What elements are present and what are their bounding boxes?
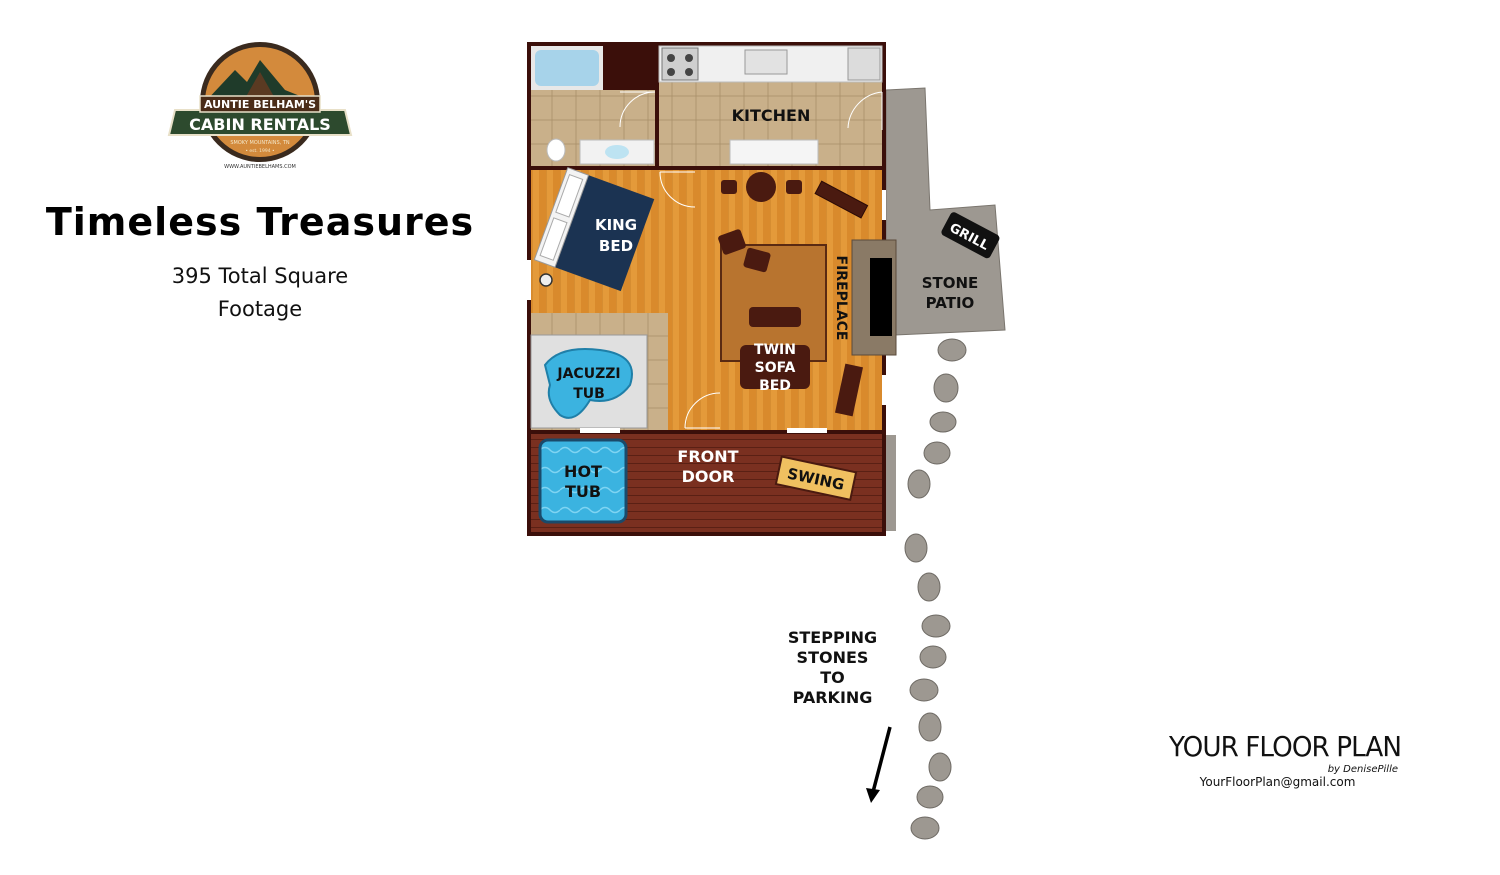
dining-chair-right <box>786 180 802 194</box>
side-chair <box>743 247 771 273</box>
logo-line2: CABIN RENTALS <box>189 115 331 134</box>
dining-chair-left <box>721 180 737 194</box>
king-bed-label-1: KING <box>595 216 637 234</box>
logo-line3: SMOKY MOUNTAINS, TN <box>230 140 290 146</box>
hot-tub-label-2: TUB <box>565 482 601 501</box>
door-swings <box>619 91 883 429</box>
toilet <box>546 138 566 162</box>
rocking-chair <box>718 229 746 255</box>
kitchen-island <box>729 139 819 165</box>
king-bed-label-2: BED <box>599 237 633 255</box>
twin-sofa-label-2: SOFA <box>755 360 796 376</box>
kitchen-sink <box>744 49 788 75</box>
twin-sofa-label-1: TWIN <box>754 342 796 358</box>
nightstand-lamp <box>539 273 553 287</box>
your-floor-plan-logo: YOUR FLOOR PLAN by DenisePille <box>1168 730 1402 775</box>
stepping-stones-label: STEPPING STONES TO PARKING <box>760 628 905 708</box>
bathroom-sink <box>605 145 629 159</box>
front-door-label-1: FRONT <box>677 447 738 466</box>
hot-tub <box>538 438 628 524</box>
logo-line4: • est. 1994 • <box>245 148 274 154</box>
stepping-line-2: STONES <box>796 648 869 667</box>
stone-patio-label-1: STONE <box>922 274 979 292</box>
logo-line1: AUNTIE BELHAM'S <box>204 98 316 111</box>
bathtub-water <box>535 50 599 86</box>
brand-name: YOUR FLOOR PLAN <box>1168 730 1401 763</box>
porch-swing: SWING <box>774 455 858 501</box>
brand-email: YourFloorPlan@gmail.com <box>1199 775 1356 789</box>
twin-sofa-label-3: BED <box>759 378 791 394</box>
stepping-line-4: PARKING <box>792 688 873 707</box>
dining-table <box>746 172 776 202</box>
property-title: Timeless Treasures <box>45 200 475 244</box>
jacuzzi-label-2: TUB <box>573 386 605 402</box>
jacuzzi-tub <box>543 348 633 419</box>
kitchen-label: KITCHEN <box>732 106 811 125</box>
stepping-line-3: TO <box>820 668 845 687</box>
fireplace-label: FIREPLACE <box>833 256 849 341</box>
coffee-table <box>749 307 801 327</box>
stepping-stones <box>904 338 967 840</box>
refrigerator <box>847 47 881 81</box>
stepping-line-1: STEPPING <box>787 628 878 647</box>
tv-stand <box>814 180 869 219</box>
logo-url: WWW.AUNTIEBELHAMS.COM <box>224 164 296 170</box>
area-rug <box>720 244 827 362</box>
square-footage-line1: 395 Total Square <box>171 264 349 288</box>
stove <box>661 47 699 81</box>
square-footage-line2: Footage <box>217 297 303 321</box>
fireplace-firebox <box>870 258 892 336</box>
hot-tub-label-1: HOT <box>564 462 602 481</box>
front-door-label-2: DOOR <box>682 467 735 486</box>
porch-step <box>886 435 896 531</box>
king-bed <box>533 166 655 292</box>
stone-patio: STONE PATIO <box>885 87 1006 336</box>
floor-plan: STONE PATIO GRILL KITCHEN JACUZZI TUB KI… <box>527 42 1006 840</box>
stove-burners <box>667 54 693 76</box>
square-footage: 395 Total Square Footage <box>160 260 360 326</box>
jacuzzi-label-1: JACUZZI <box>556 366 620 382</box>
end-table <box>834 363 864 417</box>
windows <box>527 190 886 433</box>
brand-by: by DenisePille <box>1328 764 1398 775</box>
stone-patio-label-2: PATIO <box>926 294 975 312</box>
cabin-rentals-logo: AUNTIE BELHAM'S CABIN RENTALS SMOKY MOUN… <box>167 42 353 170</box>
parking-arrow <box>866 726 892 803</box>
twin-sofa-bed <box>740 345 810 389</box>
